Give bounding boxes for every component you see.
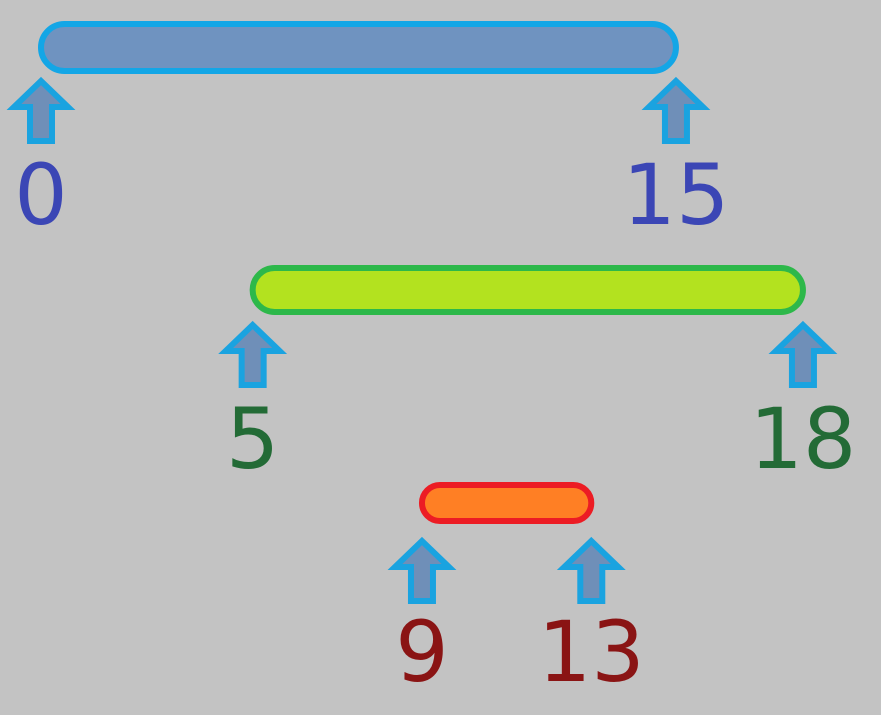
red-interval-end-arrow-icon	[556, 536, 626, 604]
green-interval-end-label: 18	[749, 390, 856, 488]
red-interval-start-arrow-icon	[387, 536, 457, 604]
blue-interval: 0 15	[6, 21, 730, 244]
blue-interval-end-label: 15	[623, 146, 730, 244]
red-interval-bar	[418, 482, 595, 524]
green-interval-end-arrow-icon	[768, 320, 838, 388]
red-interval: 9 13	[387, 482, 645, 701]
green-interval-start-arrow-icon	[218, 320, 288, 388]
blue-interval-start-label: 0	[14, 146, 67, 244]
blue-interval-bar	[38, 21, 679, 74]
green-interval-start-label: 5	[226, 390, 279, 488]
green-interval: 5 18	[218, 265, 856, 488]
interval-layer: 0 15 5 18 9 13	[6, 21, 856, 701]
green-interval-bar	[249, 265, 806, 315]
red-interval-start-label: 9	[395, 603, 448, 701]
blue-interval-start-arrow-icon	[6, 76, 76, 144]
red-interval-end-label: 13	[538, 603, 645, 701]
blue-interval-end-arrow-icon	[641, 76, 711, 144]
